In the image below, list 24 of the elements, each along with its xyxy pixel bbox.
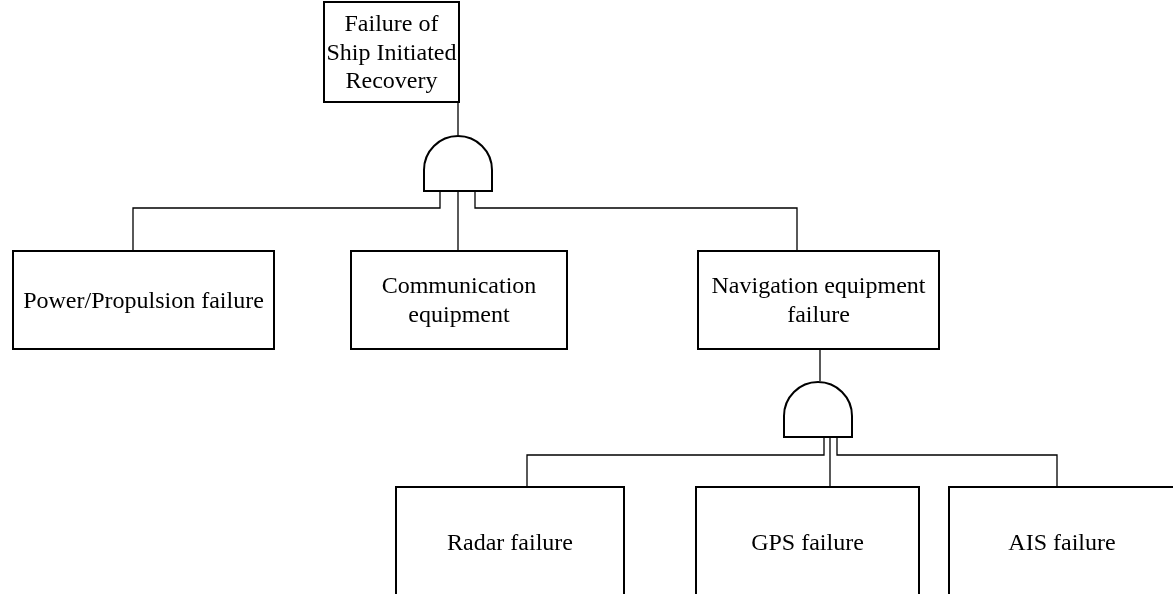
event-label: Communication equipment (380, 271, 538, 329)
event-label: Failure of Ship Initiated Recovery (325, 8, 458, 96)
connector-line (829, 437, 831, 487)
and-gate (783, 381, 853, 438)
connector-line (819, 349, 821, 382)
and-gate (423, 135, 493, 192)
connector-line (457, 191, 459, 251)
event-label: Navigation equipment failure (710, 271, 927, 329)
connector-line (132, 191, 441, 251)
connector-line (474, 191, 798, 251)
event-label: Radar failure (447, 527, 573, 557)
event-box (697, 250, 940, 350)
connector-line (526, 437, 825, 487)
event-label: AIS failure (1008, 527, 1116, 557)
event-box (323, 1, 460, 103)
event-box (948, 486, 1173, 594)
event-box (695, 486, 920, 594)
event-box (395, 486, 625, 594)
event-label: Power/Propulsion failure (23, 285, 264, 315)
event-box (12, 250, 275, 350)
event-box (350, 250, 568, 350)
connector-line (836, 437, 1058, 487)
connector-line (457, 102, 459, 136)
event-label: GPS failure (751, 527, 864, 557)
